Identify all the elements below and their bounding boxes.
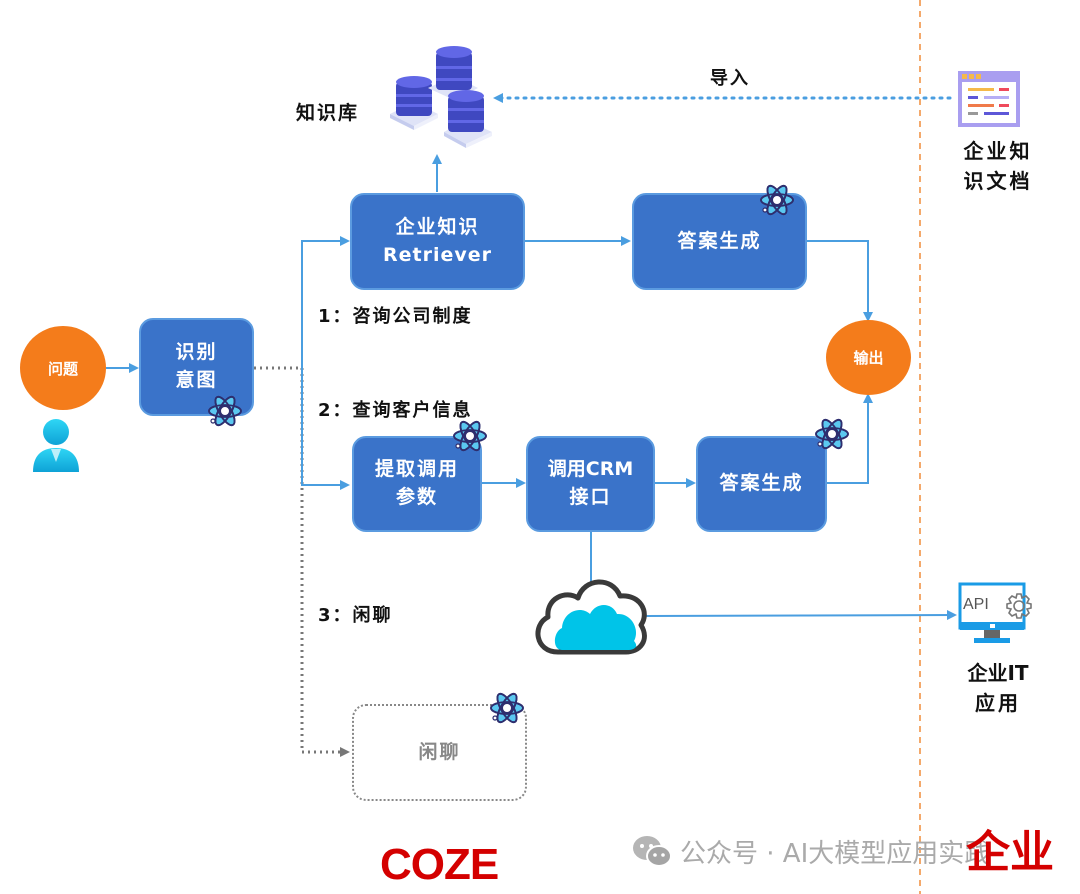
answer-generation-node-2[interactable]: 答案生成	[696, 436, 827, 532]
user-icon	[31, 418, 81, 472]
enterprise-it-label: 企业IT 应用	[967, 661, 1029, 715]
branch-label-policy: 1：咨询公司制度	[318, 306, 473, 327]
arrow-to-retriever	[301, 236, 350, 368]
arrow-answer2-output	[827, 393, 873, 484]
branch-label-chitchat: 3：闲聊	[318, 605, 393, 626]
coze-brand-label: COZE	[380, 840, 499, 889]
extract-params-node[interactable]: 提取调用参数	[352, 436, 482, 532]
atom-icon	[758, 181, 796, 219]
import-label: 导入	[710, 68, 750, 89]
atom-icon	[488, 689, 526, 727]
arrow-answer1-output	[807, 240, 873, 322]
cloud-icon	[535, 579, 647, 655]
branch-label-customer: 2：查询客户信息	[318, 400, 473, 421]
api-monitor-icon: API	[958, 582, 1036, 650]
question-node[interactable]: 问题	[20, 326, 106, 410]
atom-icon	[813, 415, 851, 453]
output-node[interactable]: 输出	[826, 320, 911, 395]
wechat-icon	[632, 835, 672, 869]
api-text: API	[963, 596, 989, 613]
arrow-cloud-api	[645, 610, 957, 621]
atom-icon	[451, 417, 489, 455]
watermark: 公众号 · AI大模型应用实践	[632, 833, 990, 870]
enterprise-doc-label: 企业知 识文档	[963, 139, 1033, 193]
enterprise-brand-label: 企业	[966, 827, 1054, 878]
database-stack-icon	[388, 44, 494, 152]
knowledge-base-label: 知识库	[296, 102, 360, 124]
atom-icon	[206, 392, 244, 430]
document-window-icon	[958, 71, 1020, 127]
arrow-to-extract-params	[301, 368, 350, 490]
